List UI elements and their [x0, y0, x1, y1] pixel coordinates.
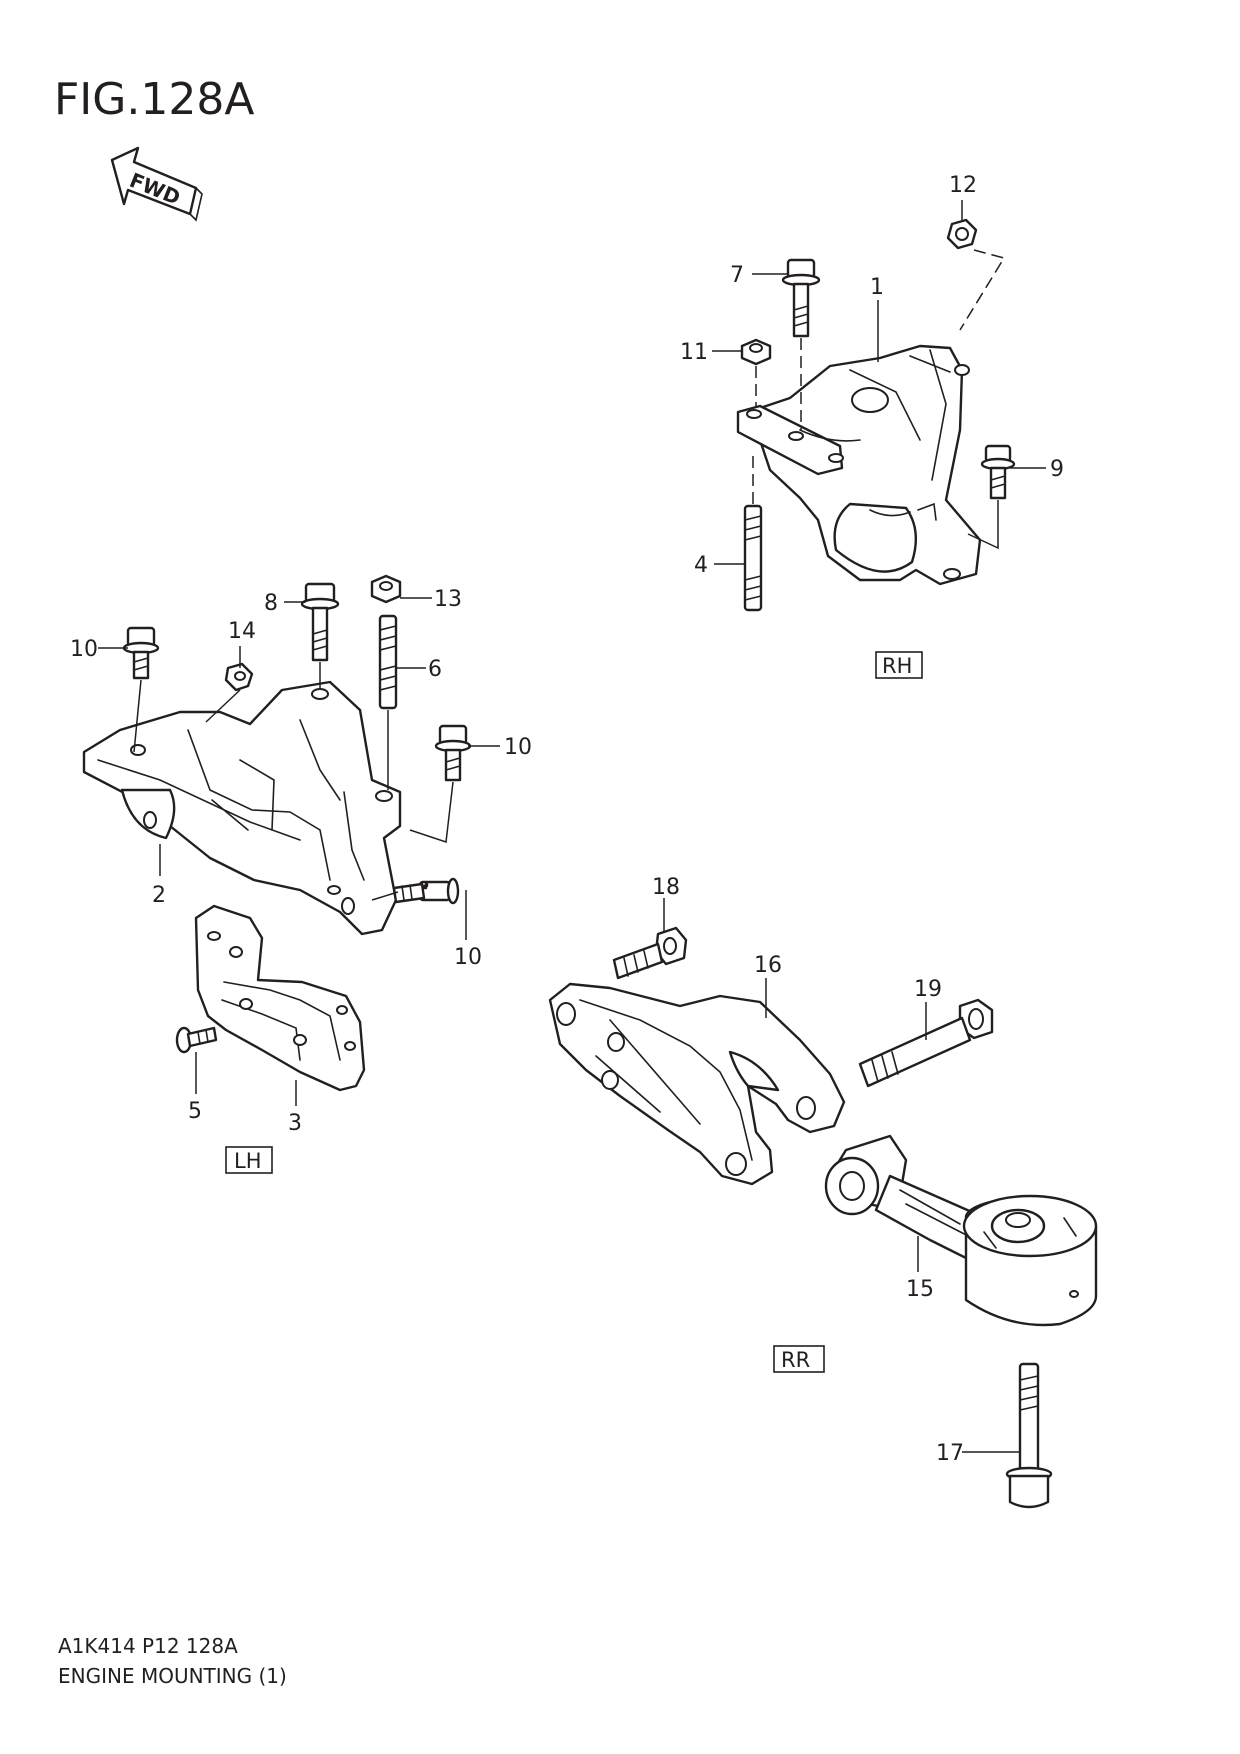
callout-10-right: 10: [504, 735, 532, 760]
callout-10-lower: 10: [454, 945, 482, 970]
callout-13: 13: [434, 587, 462, 612]
section-label-lh: LH: [234, 1149, 262, 1173]
rr-engine-mount-group: RR: [548, 926, 1098, 1509]
callout-15: 15: [906, 1277, 934, 1302]
bolt-10-right: [434, 724, 472, 782]
callout-labels: 12 7 1 11 9 4 8 13 14 10 6 10 2 10 18 16…: [70, 173, 1064, 1466]
rh-engine-mount-group: RH: [736, 218, 1016, 679]
callout-5: 5: [188, 1099, 202, 1124]
bolt-10-lower: [392, 877, 460, 905]
nut-12: [946, 218, 978, 250]
bolt-7: [781, 258, 821, 338]
bolt-8: [300, 582, 340, 662]
rh-engine-mount-1: [736, 344, 982, 586]
nut-13: [370, 574, 402, 604]
nut-14: [224, 662, 254, 692]
callout-6: 6: [428, 657, 442, 682]
rr-mount-bracket-16: [548, 982, 846, 1186]
bolt-17: [1005, 1362, 1053, 1509]
lh-engine-mount-2: [82, 680, 402, 936]
forward-arrow-icon: FWD: [110, 146, 203, 222]
callout-18: 18: [652, 875, 680, 900]
bolt-10-upper-left: [122, 626, 160, 680]
callout-8: 8: [264, 591, 278, 616]
nut-11: [740, 338, 772, 366]
callout-10-upper-left: 10: [70, 637, 98, 662]
callout-14: 14: [228, 619, 256, 644]
callout-4: 4: [694, 553, 708, 578]
callout-11: 11: [680, 340, 708, 365]
figure-code: A1K414 P12 128A: [58, 1634, 238, 1658]
section-label-rh: RH: [882, 654, 912, 678]
callout-12: 12: [949, 173, 977, 198]
callout-19: 19: [914, 977, 942, 1002]
callout-16: 16: [754, 953, 782, 978]
callout-3: 3: [288, 1111, 302, 1136]
rr-torque-rod-15: [824, 1134, 1098, 1327]
bolt-18: [612, 926, 688, 980]
callout-1: 1: [870, 275, 884, 300]
callout-7: 7: [730, 263, 744, 288]
callout-17: 17: [936, 1441, 964, 1466]
callout-9: 9: [1050, 457, 1064, 482]
bolt-9: [980, 444, 1016, 500]
section-label-rr: RR: [781, 1348, 810, 1372]
figure-name: ENGINE MOUNTING (1): [58, 1664, 287, 1688]
callout-2: 2: [152, 883, 166, 908]
lh-engine-mount-group: LH: [82, 574, 472, 1174]
bolt-19: [858, 998, 994, 1088]
bolt-5: [175, 1026, 218, 1054]
figure-title: FIG.128A: [54, 74, 255, 125]
stud-4: [743, 504, 763, 612]
callout-leader-lines: [98, 200, 1046, 1453]
stud-6: [378, 614, 398, 710]
lh-mount-bracket-3: [194, 904, 366, 1092]
